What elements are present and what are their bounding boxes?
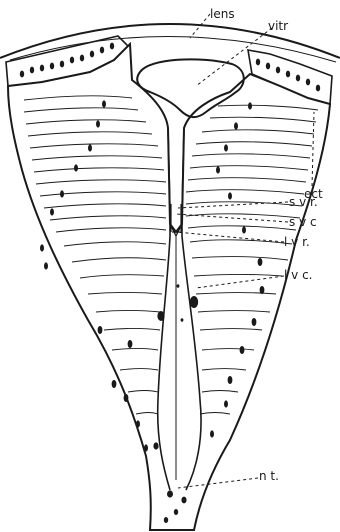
label-lvr: l v r. (284, 236, 310, 248)
ventricle-right-wall (182, 128, 201, 490)
retinal-nuclei-right (210, 102, 264, 437)
ectoderm-nuclei-right (256, 59, 320, 92)
ectoderm-left (6, 36, 128, 86)
right-fibres (186, 105, 318, 414)
left-fibres (24, 96, 166, 414)
label-svc: s v c (289, 216, 317, 228)
label-lens: lens (210, 8, 235, 20)
lens-outline (0, 24, 340, 58)
label-nt: n t. (259, 470, 279, 482)
vitreous-body (137, 59, 244, 117)
label-vitr: vitr (268, 20, 288, 32)
optic-cup-outline (8, 44, 330, 530)
ectoderm-right (248, 50, 332, 104)
label-svr: s v r. (289, 196, 318, 208)
label-lvc: l v c. (284, 269, 312, 281)
